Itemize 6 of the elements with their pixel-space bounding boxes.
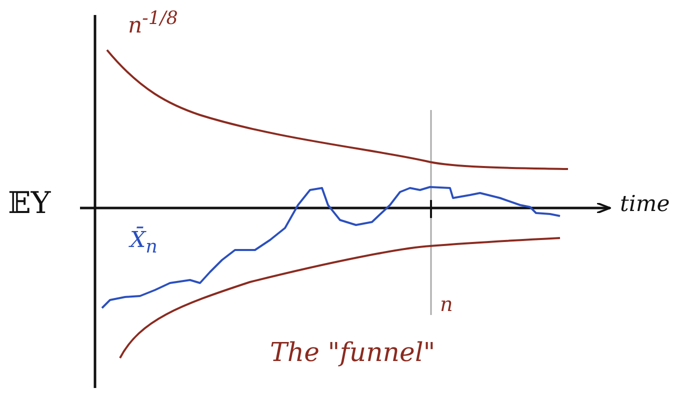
curve-label: X̄$_{n}$: [130, 228, 158, 258]
curve-label: n$^{-1/8}$: [128, 8, 178, 38]
axis-label: time: [620, 192, 670, 217]
marker-label: n: [440, 292, 453, 316]
caption: The "funnel": [270, 338, 436, 368]
axis-label: 𝔼Y: [8, 186, 51, 221]
